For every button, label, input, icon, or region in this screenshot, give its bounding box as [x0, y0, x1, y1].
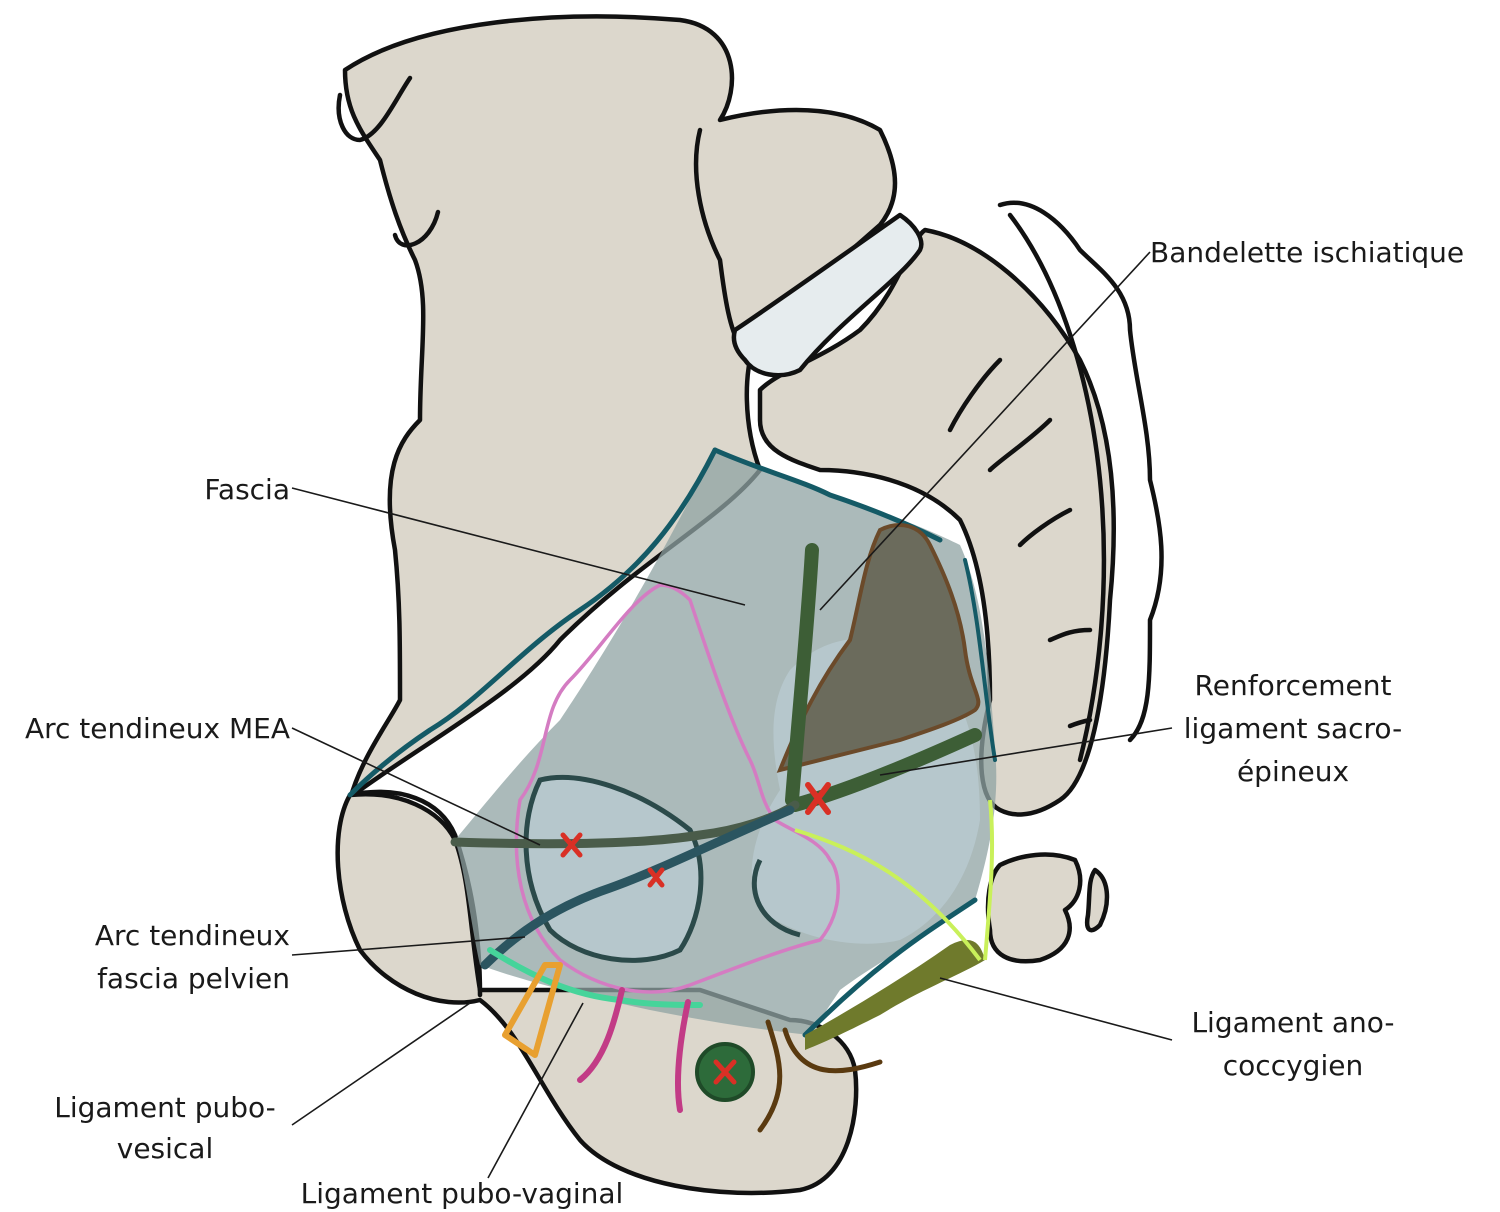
- label-renforcement-2: ligament sacro-: [1184, 712, 1402, 745]
- label-arc-mea: Arc tendineux MEA: [25, 712, 290, 745]
- label-bandelette: Bandelette ischiatique: [1150, 236, 1464, 269]
- label-pubo-vaginal: Ligament pubo-vaginal: [301, 1177, 624, 1210]
- label-pubo-vesical-2: vesical: [117, 1132, 214, 1165]
- label-renforcement-3: épineux: [1237, 755, 1349, 788]
- label-arc-fascia-1: Arc tendineux: [95, 919, 290, 952]
- label-ano-1: Ligament ano-: [1191, 1006, 1394, 1039]
- label-fascia: Fascia: [204, 473, 290, 506]
- coccyx: [988, 855, 1107, 962]
- leader-pubo-vesical: [292, 1003, 470, 1125]
- label-renforcement-1: Renforcement: [1195, 669, 1392, 702]
- label-arc-fascia-2: fascia pelvien: [97, 962, 290, 995]
- label-pubo-vesical-1: Ligament pubo-: [54, 1091, 275, 1124]
- label-ano-2: coccygien: [1223, 1049, 1363, 1082]
- leader-ano: [940, 978, 1172, 1040]
